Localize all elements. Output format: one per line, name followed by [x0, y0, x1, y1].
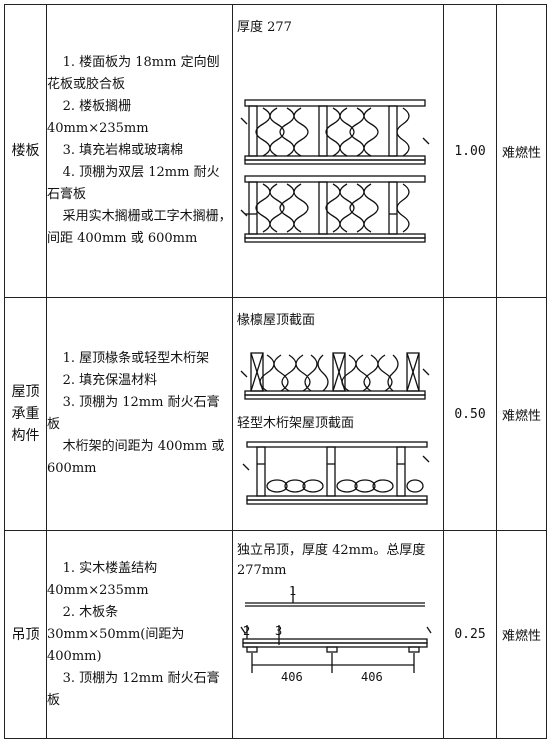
description-line: 3. 顶棚为 12mm 耐火石膏板 — [47, 395, 220, 432]
fire-class-cell: 难燃性 — [496, 4, 547, 298]
description-line: 2. 楼板搁栅 40mm×235mm — [47, 99, 149, 136]
table-row: 楼板 1. 楼面板为 18mm 定向刨花板或胶合板 2. 楼板搁栅 40mm×2… — [4, 4, 547, 298]
fire-class-cell: 难燃性 — [496, 297, 547, 531]
figure-cell: 独立吊顶，厚度 42mm。总厚度 277mm — [232, 530, 444, 739]
category-cell: 屋顶 承重 构件 — [4, 297, 47, 531]
description-line: 1. 屋顶椽条或轻型木桁架 — [62, 351, 210, 366]
category-label: 楼板 — [11, 143, 40, 159]
description-line: 1. 楼面板为 18mm 定向刨花板或胶合板 — [47, 55, 220, 92]
rating-cell: 0.25 — [443, 530, 497, 739]
description-cell: 1. 实木楼盖结构 40mm×235mm 2. 木板条 30mm×50mm(间距… — [46, 530, 233, 739]
description-line: 3. 填充岩棉或玻璃棉 — [62, 143, 184, 158]
description-line: 1. 实木楼盖结构 40mm×235mm — [47, 560, 158, 598]
table-row: 屋顶 承重 构件 1. 屋顶椽条或轻型木桁架 2. 填充保温材料 3. 顶棚为 … — [4, 297, 547, 531]
fire-rating-table: 楼板 1. 楼面板为 18mm 定向刨花板或胶合板 2. 楼板搁栅 40mm×2… — [4, 4, 547, 739]
fire-class-cell: 难燃性 — [496, 530, 547, 739]
figure-title: 椽檩屋顶截面 — [237, 313, 316, 328]
figure-title: 独立吊顶，厚度 42mm。总厚度 277mm — [237, 543, 426, 578]
description-line: 4. 顶棚为双层 12mm 耐火石膏板 — [47, 165, 220, 202]
rating-cell: 1.00 — [443, 4, 497, 298]
figure-label: 3 — [275, 624, 282, 638]
figure-title: 轻型木桁架屋顶截面 — [237, 416, 355, 431]
dimension-label: 406 — [361, 670, 383, 684]
description-line: 2. 木板条 30mm×50mm(间距为 400mm) — [47, 604, 185, 664]
category-cell: 楼板 — [4, 4, 47, 298]
figure-label: 1 — [289, 584, 296, 598]
category-cell: 吊顶 — [4, 530, 47, 739]
figure-cell: 椽檩屋顶截面 轻型木桁架屋顶截面 — [232, 297, 444, 531]
rating-cell: 0.50 — [443, 297, 497, 531]
description-line: 采用实木搁栅或工字木搁栅，间距 400mm 或 600mm — [47, 209, 232, 246]
figure-cell: 厚度 277 — [232, 4, 444, 298]
description-line: 3. 顶棚为 12mm 耐火石膏板 — [47, 670, 220, 708]
figure-title: 厚度 277 — [237, 19, 292, 35]
floor-section-figure — [240, 98, 430, 243]
category-label: 构件 — [11, 428, 40, 444]
rafter-roof-figure — [240, 352, 430, 400]
suspended-ceiling-figure: 1 2 3 406 406 — [240, 584, 432, 684]
dimension-label: 406 — [281, 670, 303, 684]
description-line: 木桁架的间距为 400mm 或 600mm — [47, 439, 225, 476]
category-label: 承重 — [11, 406, 40, 422]
category-label: 吊顶 — [11, 626, 40, 643]
description-cell: 1. 屋顶椽条或轻型木桁架 2. 填充保温材料 3. 顶棚为 12mm 耐火石膏… — [46, 297, 233, 531]
description-line: 2. 填充保温材料 — [62, 373, 158, 388]
category-label: 屋顶 — [11, 384, 40, 400]
truss-roof-figure — [242, 441, 430, 505]
figure-label: 2 — [243, 624, 250, 638]
description-cell: 1. 楼面板为 18mm 定向刨花板或胶合板 2. 楼板搁栅 40mm×235m… — [46, 4, 233, 298]
table-row: 吊顶 1. 实木楼盖结构 40mm×235mm 2. 木板条 30mm×50mm… — [4, 530, 547, 739]
